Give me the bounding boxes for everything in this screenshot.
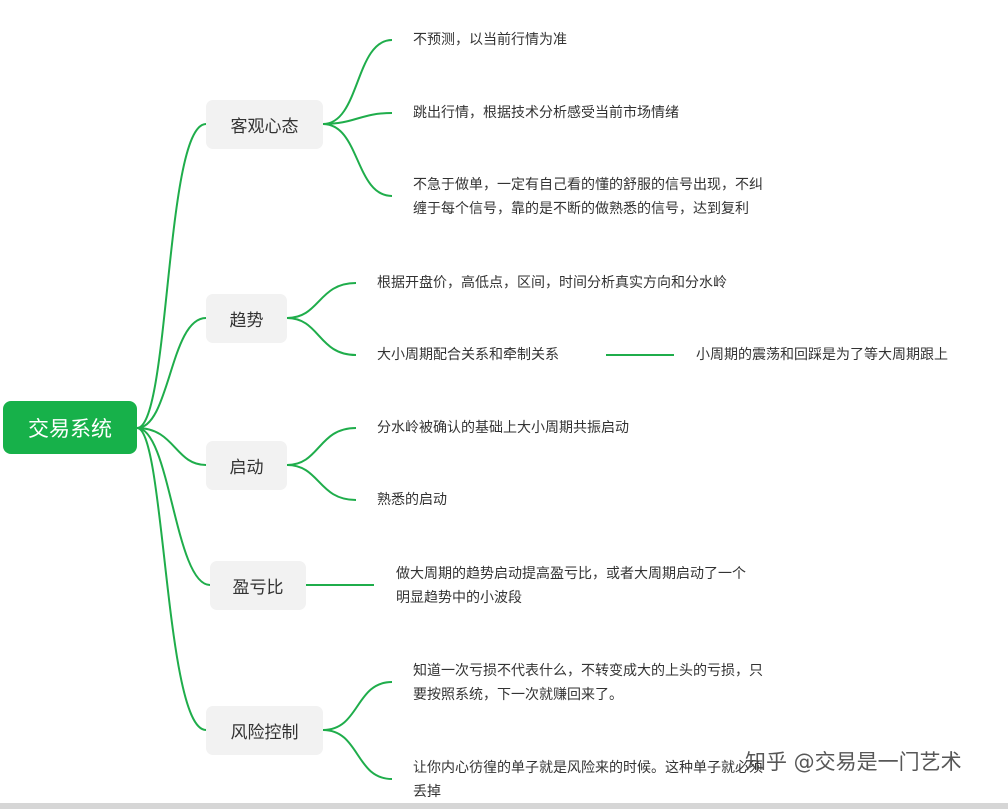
branch-node-4[interactable]: 盈亏比	[210, 561, 306, 610]
leaf-node[interactable]: 知道一次亏损不代表什么，不转变成大的上头的亏损，只 要按照系统，下一次就赚回来了…	[413, 663, 763, 703]
link-root-branch-5	[136, 427, 207, 731]
link-branch-1-leaf-3	[322, 123, 393, 197]
link-branch-1-leaf-2	[322, 112, 393, 125]
link-root-branch-3	[136, 427, 207, 466]
leaf-node[interactable]: 不预测，以当前行情为准	[413, 32, 567, 48]
link-branch-2-leaf-2	[286, 317, 357, 356]
leaf-node[interactable]: 让你内心彷徨的单子就是风险来的时候。这种单子就必须 丢掉	[413, 760, 763, 800]
root-node[interactable]: 交易系统	[3, 401, 137, 454]
link-branch-1-leaf-1	[322, 39, 393, 125]
link-branch-5-leaf-2	[322, 729, 393, 780]
link-root-branch-1	[136, 123, 207, 429]
leaf-node[interactable]: 分水岭被确认的基础上大小周期共振启动	[377, 420, 629, 436]
bottom-divider	[0, 803, 1008, 809]
link-branch-2-leaf-1	[286, 282, 357, 319]
leaf-node[interactable]: 根据开盘价，高低点，区间，时间分析真实方向和分水岭	[377, 275, 727, 291]
link-root-branch-4	[136, 427, 211, 586]
leaf-node[interactable]: 不急于做单，一定有自己看的懂的舒服的信号出现，不纠 缠于每个信号，靠的是不断的做…	[413, 177, 763, 217]
link-branch-3-leaf-1	[286, 427, 357, 466]
watermark: 知乎 @交易是一门艺术	[745, 750, 962, 774]
sub-leaf-node[interactable]: 小周期的震荡和回踩是为了等大周期跟上	[696, 347, 948, 363]
branch-node-2[interactable]: 趋势	[206, 294, 287, 343]
link-branch-5-leaf-1	[322, 681, 393, 731]
branch-node-3[interactable]: 启动	[206, 441, 287, 490]
branch-node-5[interactable]: 风险控制	[206, 706, 323, 755]
leaf-node[interactable]: 熟悉的启动	[377, 492, 447, 508]
link-branch-3-leaf-2	[286, 464, 357, 501]
leaf-node[interactable]: 做大周期的趋势启动提高盈亏比，或者大周期启动了一个 明显趋势中的小波段	[396, 566, 746, 606]
leaf-node[interactable]: 跳出行情，根据技术分析感受当前市场情绪	[413, 105, 679, 121]
leaf-node[interactable]: 大小周期配合关系和牵制关系	[377, 347, 559, 363]
link-root-branch-2	[136, 317, 207, 429]
branch-node-1[interactable]: 客观心态	[206, 100, 323, 149]
